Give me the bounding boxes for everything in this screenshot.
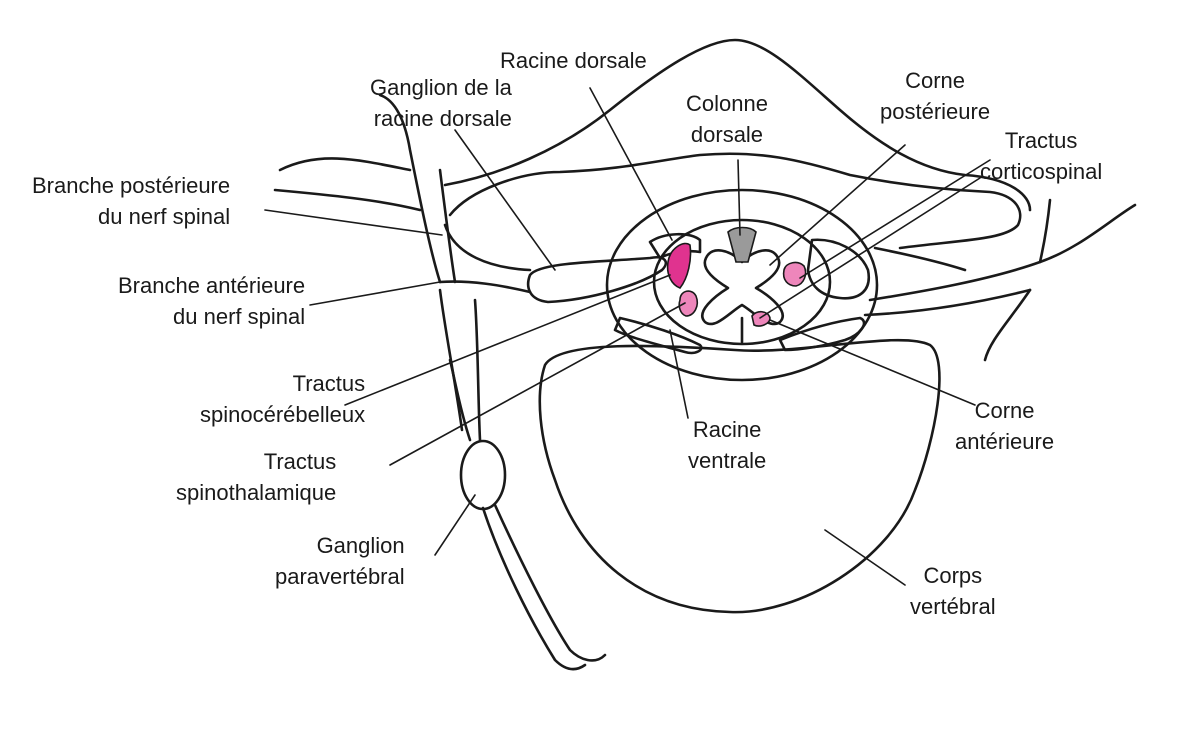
sympathetic-trunk-c xyxy=(448,358,472,442)
vertebral-body xyxy=(538,338,941,614)
label-posterior-horn: Corne postérieure xyxy=(880,68,991,124)
left-spinal-nerve xyxy=(438,280,532,294)
right-spinal-nerve-b xyxy=(863,288,1032,317)
label-dorsal-root-ganglion: Ganglion de la racine dorsale xyxy=(370,75,512,131)
left-dorsal-root-ganglion xyxy=(526,256,667,304)
lamina-right-lower xyxy=(873,246,967,272)
leader-posterior-branch xyxy=(264,209,443,236)
leader-anterior-horn xyxy=(769,319,976,406)
posterior-branch-nerve-b xyxy=(438,168,457,284)
sympathetic-trunk-b xyxy=(493,503,607,662)
leader-dorsal-column xyxy=(737,159,741,236)
leader-ventral-root xyxy=(669,329,689,419)
posterior-branch-nerve xyxy=(378,93,442,284)
right-anterior-branch xyxy=(983,288,1032,362)
leader-corticospinal-2 xyxy=(759,177,981,319)
dural-sac xyxy=(605,188,879,382)
sympathetic-trunk xyxy=(481,506,587,671)
left-spinocerebellar-tract xyxy=(666,242,692,289)
lamina-left-lower xyxy=(443,223,532,272)
leader-vertebral-body xyxy=(824,529,906,586)
leader-ganglion-dorsal-root xyxy=(454,129,556,271)
label-spinothalamic-tract: Tractus spinothalamique xyxy=(176,449,337,505)
paravertebral-ganglion xyxy=(459,439,507,511)
leader-paravertebral-ganglion xyxy=(434,494,476,556)
label-anterior-branch: Branche antérieure du nerf spinal xyxy=(118,273,306,329)
label-dorsal-column: Colonne dorsale xyxy=(686,91,768,147)
lamina-inner-outline xyxy=(448,152,1022,250)
leader-anterior-branch xyxy=(309,281,441,306)
label-vertebral-body: Corps vertébral xyxy=(910,563,996,619)
leader-corticospinal-1 xyxy=(799,159,991,279)
dorsal-column xyxy=(727,226,757,263)
left-dorsal-root xyxy=(648,232,702,260)
label-paravertebral-ganglion: Ganglion paravertébral xyxy=(275,533,405,589)
leader-posterior-horn xyxy=(769,144,906,266)
right-ventral-root xyxy=(778,316,866,352)
label-posterior-branch: Branche postérieure du nerf spinal xyxy=(32,173,231,229)
anterior-branch-nerve xyxy=(438,288,464,432)
posterior-branch-twig xyxy=(278,157,412,172)
right-dorsal-root-ganglion xyxy=(806,238,871,300)
leader-spinocerebellar xyxy=(344,274,671,406)
anterior-branch-nerve-b xyxy=(473,298,482,442)
left-spinothalamic-tract xyxy=(678,290,699,317)
label-corticospinal-tract: Tractus corticospinal xyxy=(980,128,1103,184)
label-ventral-root: Racine ventrale xyxy=(688,417,767,473)
left-ventral-root xyxy=(613,316,703,355)
right-posterior-branch xyxy=(1038,198,1052,264)
right-spinal-nerve xyxy=(868,203,1137,302)
gray-matter xyxy=(701,249,784,326)
right-corticospinal-tract xyxy=(782,261,807,287)
label-dorsal-root: Racine dorsale xyxy=(500,48,647,73)
label-spinocerebellar-tract: Tractus spinocérébelleux xyxy=(200,371,366,427)
leader-dorsal-root xyxy=(589,87,673,241)
posterior-branch-twig-b xyxy=(273,188,422,212)
label-anterior-horn: Corne antérieure xyxy=(955,398,1055,454)
leader-spinothalamic xyxy=(389,302,686,466)
